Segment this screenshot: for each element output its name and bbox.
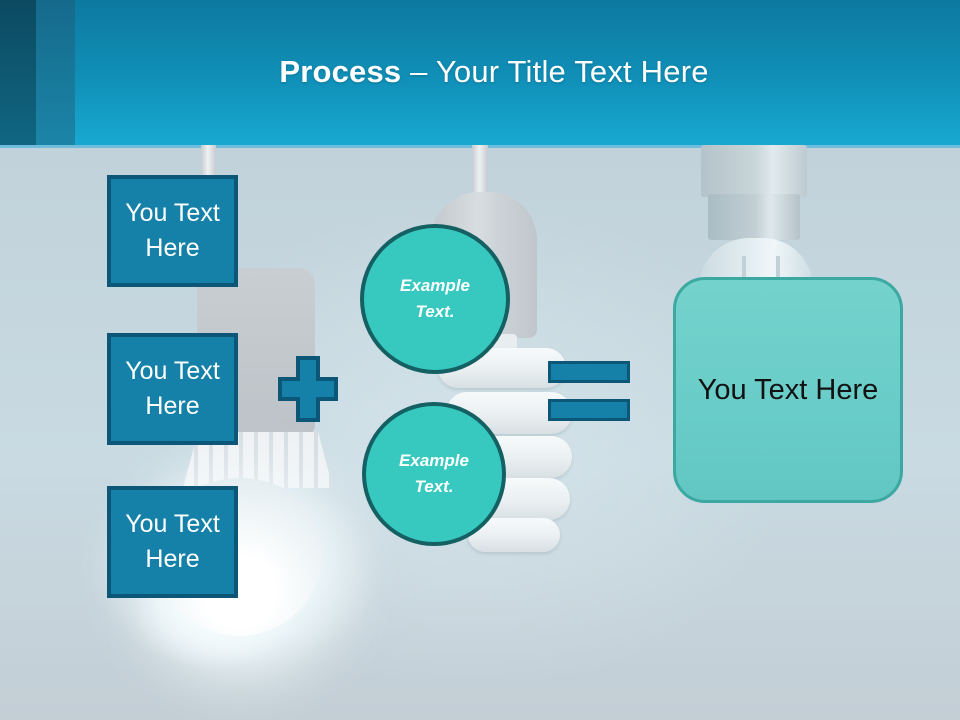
incandescent-bulb-socket-bottom xyxy=(708,194,800,240)
process-input-box-2[interactable]: You Text Here xyxy=(107,333,238,445)
input-box-label: You Text Here xyxy=(125,198,220,263)
header-stripe-medium xyxy=(36,0,75,145)
header-stripe-dark xyxy=(0,0,36,145)
example-text-circle-1[interactable]: Example Text. xyxy=(360,224,510,374)
slide-header: Process – Your Title Text Here xyxy=(0,0,960,148)
input-box-label: You Text Here xyxy=(125,356,220,421)
circle-label: Example Text. xyxy=(399,450,469,496)
example-text-circle-2[interactable]: Example Text. xyxy=(362,402,506,546)
process-input-box-1[interactable]: You Text Here xyxy=(107,175,238,287)
incandescent-bulb-socket-top xyxy=(701,145,807,197)
result-box-label: You Text Here xyxy=(697,373,879,406)
process-input-box-3[interactable]: You Text Here xyxy=(107,486,238,598)
slide-body: You Text Here You Text Here You Text Her… xyxy=(0,145,960,720)
slide-title-subtitle: – Your Title Text Here xyxy=(401,54,709,89)
slide-title-keyword: Process xyxy=(279,54,402,89)
equals-bar-bottom xyxy=(548,399,630,421)
circle-label: Example Text. xyxy=(400,275,470,321)
slide-title[interactable]: Process – Your Title Text Here xyxy=(0,50,960,94)
input-box-label: You Text Here xyxy=(125,509,220,574)
equals-bar-top xyxy=(548,361,630,383)
cfl-bulb-cord xyxy=(472,145,488,205)
process-result-box[interactable]: You Text Here xyxy=(673,277,903,503)
equals-icon xyxy=(548,361,630,421)
plus-icon xyxy=(278,356,338,422)
